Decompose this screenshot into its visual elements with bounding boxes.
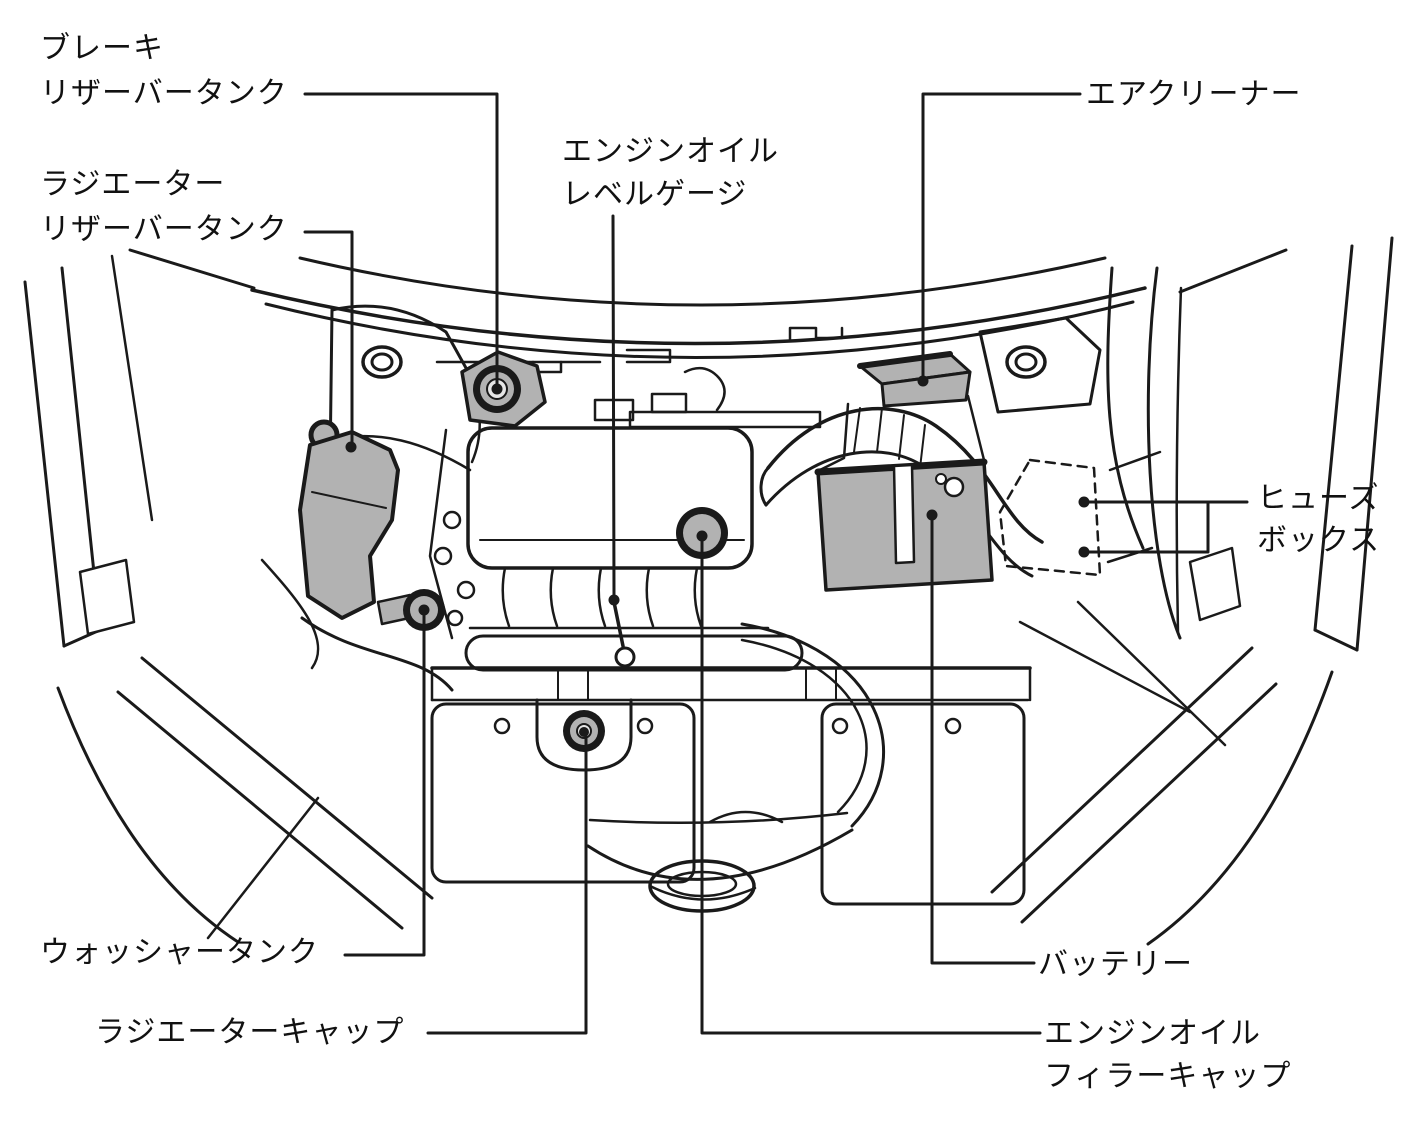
core-support: [56, 600, 1334, 946]
label-line: ブレーキ: [40, 31, 164, 66]
oil-level-gauge-part: [612, 600, 636, 668]
label-line: ラジエーターキャップ: [95, 1015, 405, 1050]
label-engine-oil-level-gauge: エンジンオイル レベルゲージ: [562, 130, 779, 216]
label-line: エンジンオイル: [1044, 1016, 1261, 1051]
label-line: ウォッシャータンク: [40, 935, 319, 970]
label-radiator-cap: ラジエーターキャップ: [95, 1016, 404, 1050]
label-washer-tank: ウォッシャータンク: [40, 936, 319, 970]
label-line: ボックス: [1257, 523, 1381, 558]
battery-part: [814, 458, 994, 592]
label-engine-oil-filler-cap: エンジンオイル フィラーキャップ: [1044, 1012, 1291, 1098]
label-fuse-box: ヒューズ ボックス: [1257, 478, 1380, 562]
label-line: ラジエーター: [40, 167, 226, 202]
leader-brake-reservoir-tank: [303, 92, 503, 395]
leader-engine-oil-level-gauge: [608, 214, 620, 606]
label-line: エアクリーナー: [1086, 77, 1302, 112]
leader-air-cleaner: [917, 92, 1082, 387]
brake-reservoir-cap-part: [460, 350, 547, 428]
leader-battery: [926, 509, 1036, 965]
label-line: リザーバータンク: [40, 212, 288, 247]
body-frame: [23, 236, 1394, 652]
label-battery: バッテリー: [1038, 948, 1193, 982]
fuse-box-part: [998, 450, 1162, 577]
label-line: フィラーキャップ: [1044, 1059, 1292, 1094]
label-brake-reservoir-tank: ブレーキ リザーバータンク: [40, 26, 288, 116]
label-line: レベルゲージ: [562, 177, 748, 212]
label-line: ヒューズ: [1257, 481, 1380, 516]
label-radiator-reservoir-tank: ラジエーター リザーバータンク: [40, 162, 288, 252]
label-line: エンジンオイル: [562, 134, 779, 169]
leader-radiator-cap: [426, 727, 589, 1035]
air-cleaner-part: [857, 351, 972, 408]
label-line: リザーバータンク: [40, 76, 288, 111]
leader-washer-tank: [343, 604, 430, 957]
leader-radiator-reservoir-tank: [303, 230, 357, 453]
washer-tank-cap-part: [376, 589, 445, 631]
leader-fuse-box: [1078, 496, 1249, 558]
label-line: バッテリー: [1038, 947, 1193, 982]
leader-engine-oil-filler-cap: [696, 530, 1042, 1035]
radiator-reservoir-tank-part: [298, 419, 400, 620]
label-air-cleaner: エアクリーナー: [1086, 78, 1302, 112]
leader-lines: [303, 92, 1249, 1035]
